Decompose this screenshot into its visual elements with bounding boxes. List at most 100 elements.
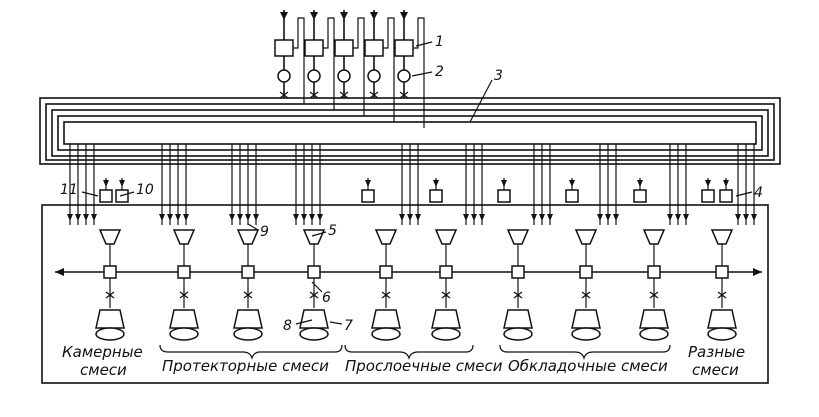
callout-1: 1 [435, 34, 444, 50]
mixer-funnel [172, 229, 196, 245]
drop-arrow [253, 214, 259, 221]
mixer-valve [513, 291, 523, 299]
drop-arrow [743, 214, 749, 221]
drop-arrow [479, 214, 485, 221]
station-arrow [433, 180, 439, 187]
drop-arrow [183, 214, 189, 221]
mixer-base [169, 327, 199, 341]
mixer-body [371, 309, 401, 329]
callout-8: 8 [283, 318, 292, 334]
collector-box [241, 265, 255, 279]
feeder-bypass [323, 17, 335, 110]
drop-arrow [237, 214, 243, 221]
callout-6: 6 [322, 290, 331, 306]
label-misc-1: Разные [688, 343, 745, 361]
station-box [701, 189, 715, 203]
drop-arrow [597, 214, 603, 221]
feeder-hopper [364, 39, 384, 57]
collector-line [55, 268, 762, 276]
top-feeder-units [274, 10, 425, 128]
collector-box [103, 265, 117, 279]
loop-drop-lines [67, 144, 757, 225]
drop-arrow [245, 214, 251, 221]
mixer-body [571, 309, 601, 329]
callout-9: 9 [260, 224, 269, 240]
feeder-hopper [304, 39, 324, 57]
drop-arrow [751, 214, 757, 221]
station-box [497, 189, 511, 203]
drop-arrow [683, 214, 689, 221]
station-arrow [365, 180, 371, 187]
station-arrow [501, 180, 507, 187]
label-chamber-2: смеси [80, 361, 127, 379]
callout-7: 7 [344, 318, 353, 334]
feeder-arrow [400, 12, 408, 20]
drop-arrow [547, 214, 553, 221]
drop-arrow [463, 214, 469, 221]
outer-frame [41, 204, 769, 384]
station-arrow [103, 180, 109, 187]
mixer-valve [717, 291, 727, 299]
drop-arrow [399, 214, 405, 221]
feeder-valve [369, 91, 379, 99]
mixer-funnel [574, 229, 598, 245]
station-box [633, 189, 647, 203]
callout-3: 3 [494, 68, 503, 84]
mixer-base [639, 327, 669, 341]
mixer-funnel [374, 229, 398, 245]
station-arrow [119, 180, 125, 187]
mixer-base [503, 327, 533, 341]
drop-arrow [293, 214, 299, 221]
mixer-funnel [98, 229, 122, 245]
drop-arrow [317, 214, 323, 221]
feeder-bypass [353, 17, 365, 116]
drop-arrow [301, 214, 307, 221]
collector-box [647, 265, 661, 279]
mixer-body [503, 309, 533, 329]
drop-arrow [83, 214, 89, 221]
collector-box [177, 265, 191, 279]
drop-arrow [667, 214, 673, 221]
drop-arrow [159, 214, 165, 221]
callout-11: 11 [60, 182, 78, 198]
drop-arrow [605, 214, 611, 221]
drop-arrow [91, 214, 97, 221]
mixer-valve [581, 291, 591, 299]
mixer-body [299, 309, 329, 329]
drop-arrow [407, 214, 413, 221]
feeder-hopper [394, 39, 414, 57]
mixer-base [233, 327, 263, 341]
drop-arrow [539, 214, 545, 221]
collector-box [511, 265, 525, 279]
station-box [361, 189, 375, 203]
mixer-funnel [236, 229, 260, 245]
callout-10: 10 [136, 182, 154, 198]
mixer-valve [649, 291, 659, 299]
feeder-valve [279, 91, 289, 99]
mixer-funnel [642, 229, 666, 245]
mixer-funnel [434, 229, 458, 245]
feeder-valve [309, 91, 319, 99]
callout-2: 2 [435, 64, 444, 80]
mixer-valve [243, 291, 253, 299]
feeder-arrow [310, 12, 318, 20]
feeder-arrow [370, 12, 378, 20]
feeder-bypass [413, 17, 425, 128]
collector-box [579, 265, 593, 279]
callout-leaders [81, 41, 753, 325]
mixer-body [639, 309, 669, 329]
mixer-funnel [506, 229, 530, 245]
feeder-meter [307, 69, 321, 83]
drop-arrow [67, 214, 73, 221]
feeder-hopper [274, 39, 294, 57]
station-box [719, 189, 733, 203]
feeder-meter [337, 69, 351, 83]
label-tread: Протекторные смеси [162, 357, 329, 375]
mixer-valve [381, 291, 391, 299]
collector-box [715, 265, 729, 279]
mixer-valve [309, 291, 319, 299]
mixer-units [95, 229, 737, 341]
callout-5: 5 [328, 223, 337, 239]
drop-arrow [309, 214, 315, 221]
feeder-arrow [280, 12, 288, 20]
